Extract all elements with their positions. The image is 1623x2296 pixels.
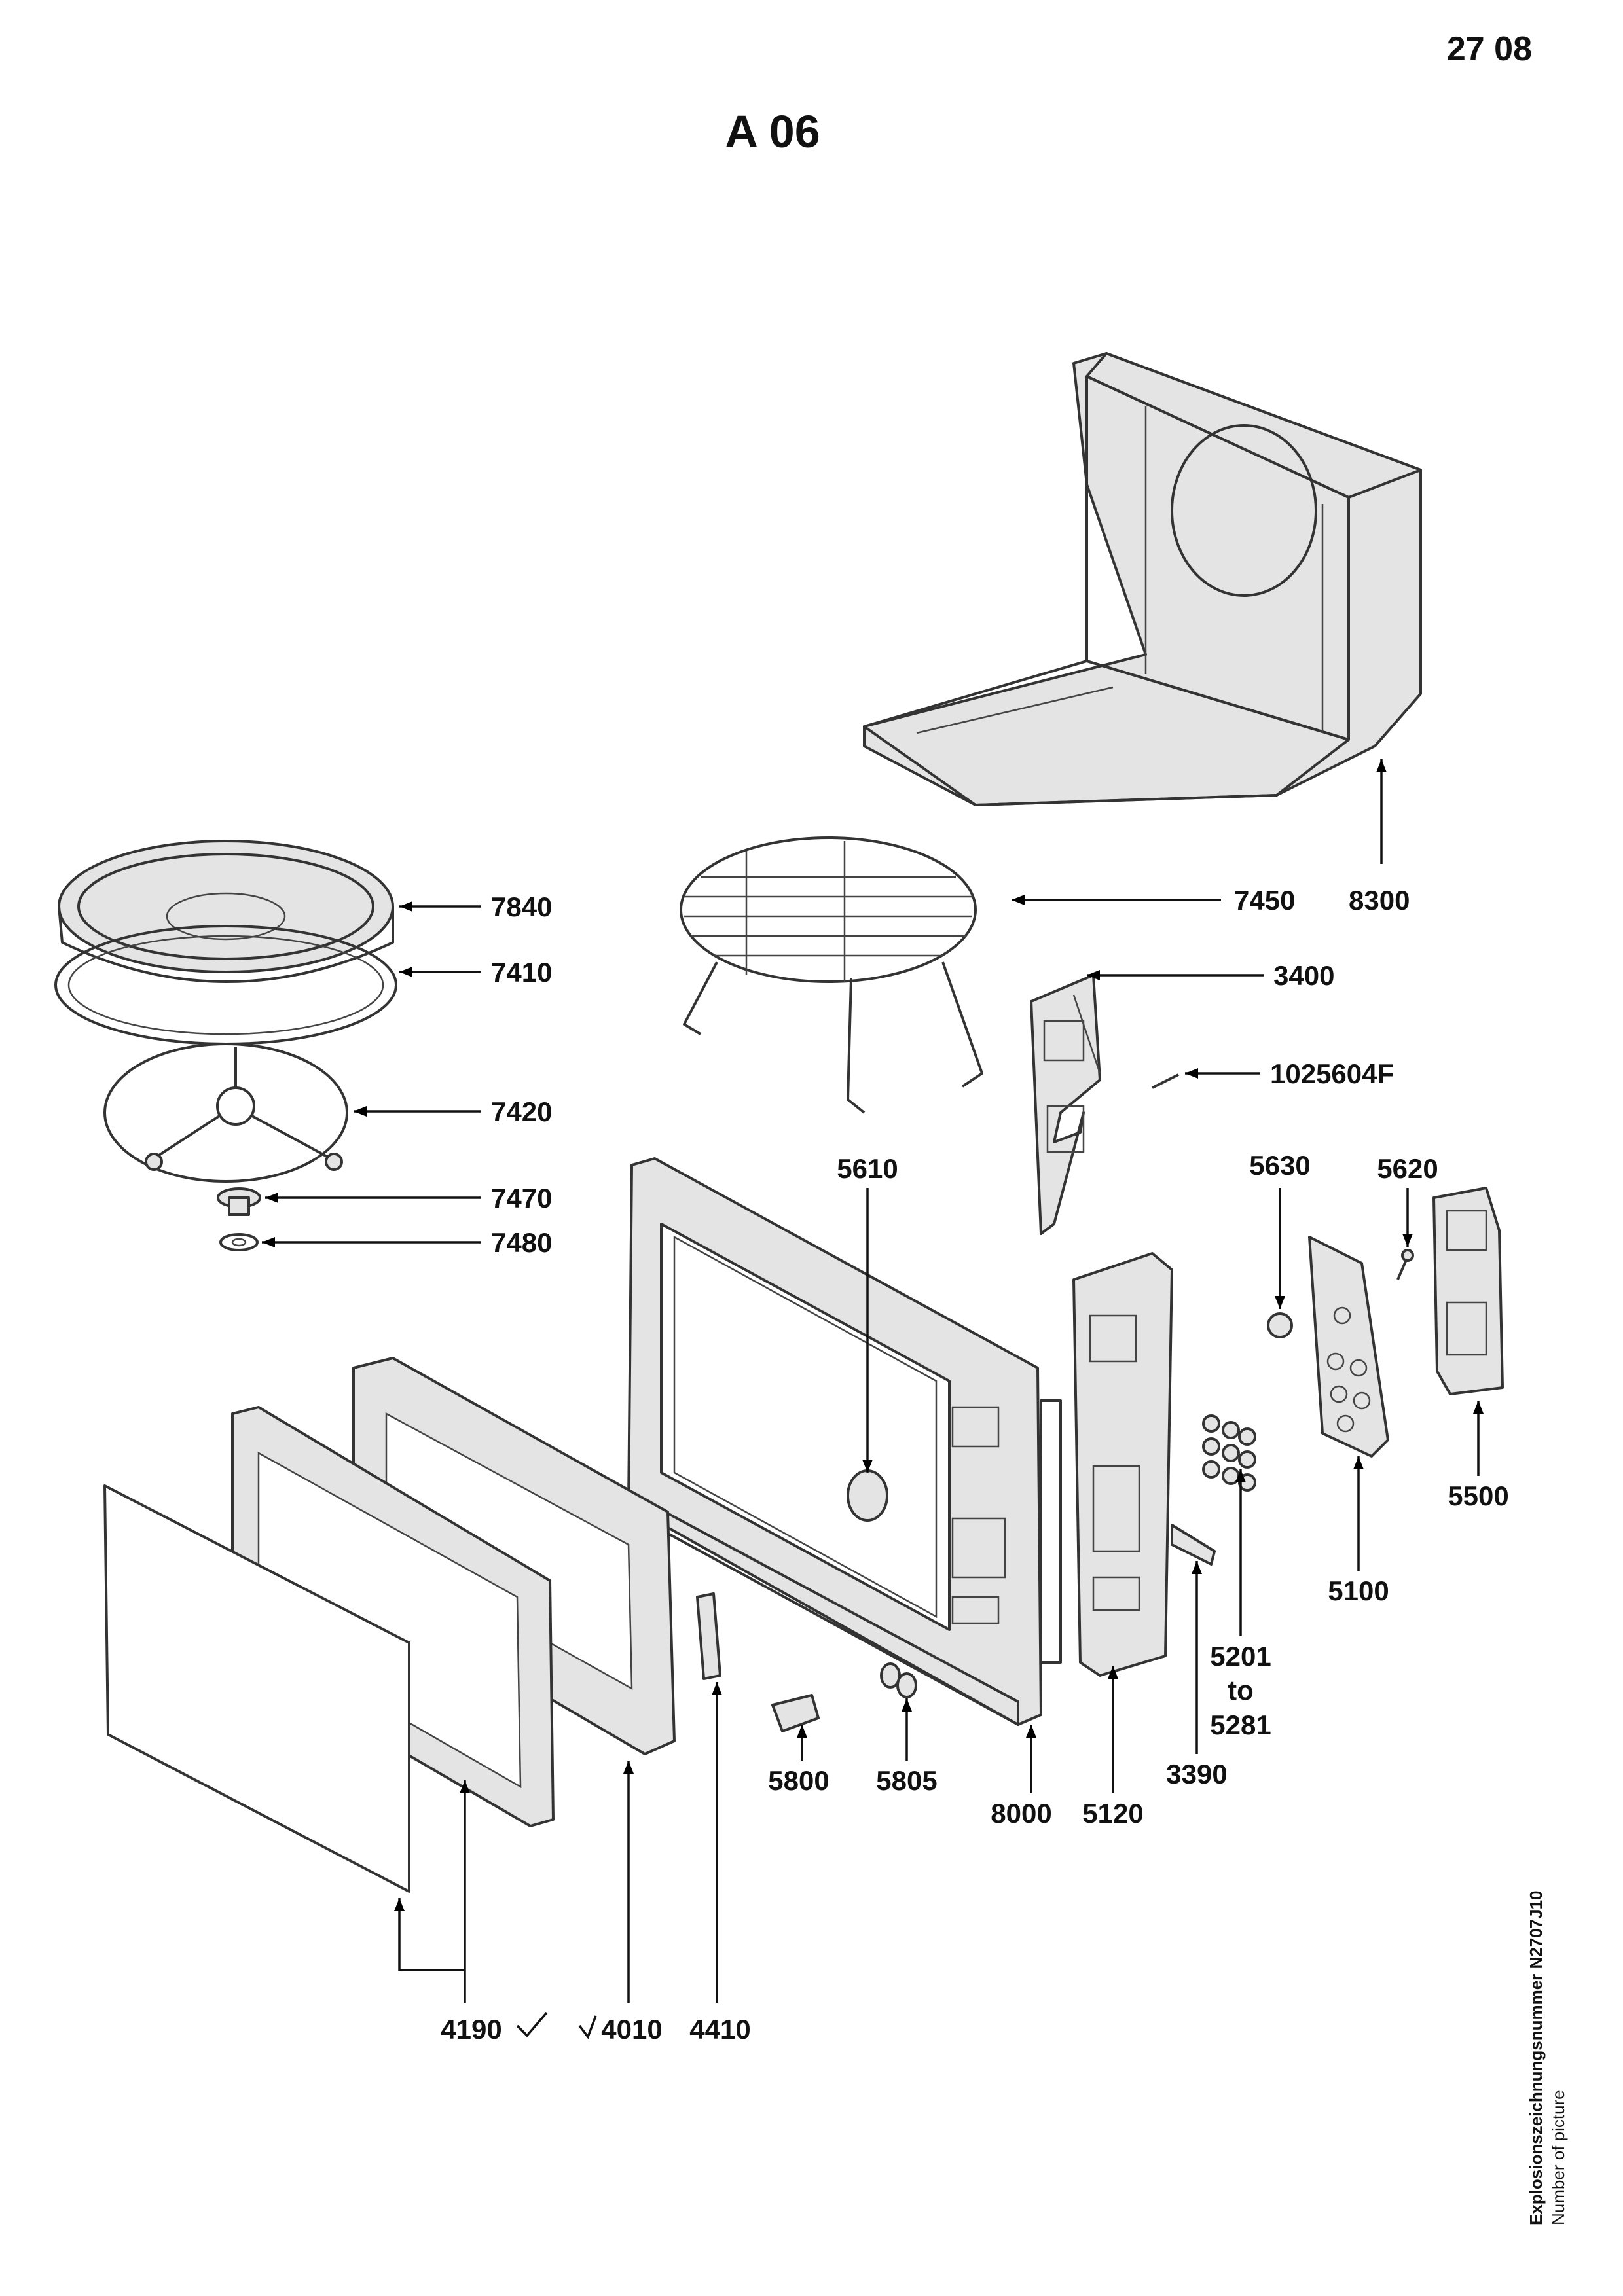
part-5500-module (1432, 1187, 1504, 1395)
label-5620: 5620 (1377, 1153, 1438, 1184)
label-8000: 8000 (991, 1798, 1051, 1829)
part-7450-grill-rack (680, 836, 983, 1114)
label-3390: 3390 (1166, 1759, 1227, 1789)
side-note: Explosionszeichnungsnummer N2707J10 Numb… (1526, 1890, 1568, 2225)
part-labels: 7840 7410 7420 7470 7480 7450 8300 3400 … (441, 885, 1508, 2045)
side-note-subtitle: Number of picture (1548, 2090, 1568, 2225)
label-7410: 7410 (491, 957, 552, 988)
label-7450: 7450 (1234, 885, 1295, 916)
label-to: to (1228, 1675, 1254, 1706)
label-5800: 5800 (768, 1765, 829, 1796)
part-5630-knob-spindle (1267, 1312, 1293, 1338)
part-5100-pcb (1308, 1236, 1389, 1458)
part-5610-knob (847, 1469, 888, 1522)
side-note-title: Explosionszeichnungsnummer N2707J10 (1526, 1890, 1546, 2225)
label-1025604F: 1025604F (1270, 1058, 1394, 1089)
part-5120-control-panel (1072, 1252, 1173, 1677)
part-1025604F-pin (1152, 1073, 1179, 1089)
label-5120: 5120 (1082, 1798, 1143, 1829)
check-marks (516, 2011, 597, 2039)
label-5201: 5201 (1210, 1641, 1271, 1672)
label-3400: 3400 (1273, 960, 1334, 991)
label-8300: 8300 (1349, 885, 1410, 916)
label-5100: 5100 (1328, 1575, 1389, 1606)
label-7480: 7480 (491, 1227, 552, 1258)
part-3400-bracket (1030, 974, 1101, 1235)
label-7420: 7420 (491, 1096, 552, 1127)
label-5805: 5805 (876, 1765, 937, 1796)
part-4410-door-hook (696, 1592, 721, 1680)
label-5281: 5281 (1210, 1710, 1271, 1740)
part-7840-grill-dish (58, 840, 394, 983)
label-5500: 5500 (1448, 1480, 1508, 1511)
part-7470-coupler (217, 1187, 261, 1216)
part-3390-slider (1171, 1524, 1216, 1566)
page-number: 27 08 (1447, 30, 1532, 68)
label-5610: 5610 (837, 1153, 898, 1184)
part-4190-door-glass (103, 1484, 410, 1893)
label-4010: 4010 (601, 2014, 662, 2045)
label-4190: 4190 (441, 2014, 501, 2045)
part-8300-cabinet (863, 352, 1422, 806)
model-code: A 06 (725, 106, 820, 157)
part-8000-front-frame (627, 1157, 1062, 1726)
part-5805-springs (880, 1662, 917, 1698)
part-5201-5281-buttons (1202, 1414, 1256, 1492)
part-5620-screw (1396, 1249, 1414, 1280)
label-7470: 7470 (491, 1183, 552, 1213)
leader-lines (262, 759, 1484, 2003)
label-7840: 7840 (491, 891, 552, 922)
label-4410: 4410 (689, 2014, 750, 2045)
label-5630: 5630 (1249, 1150, 1310, 1181)
part-7420-roller-ring (103, 1043, 348, 1183)
part-5800-latch (771, 1694, 820, 1732)
part-7480-washer (219, 1233, 259, 1251)
